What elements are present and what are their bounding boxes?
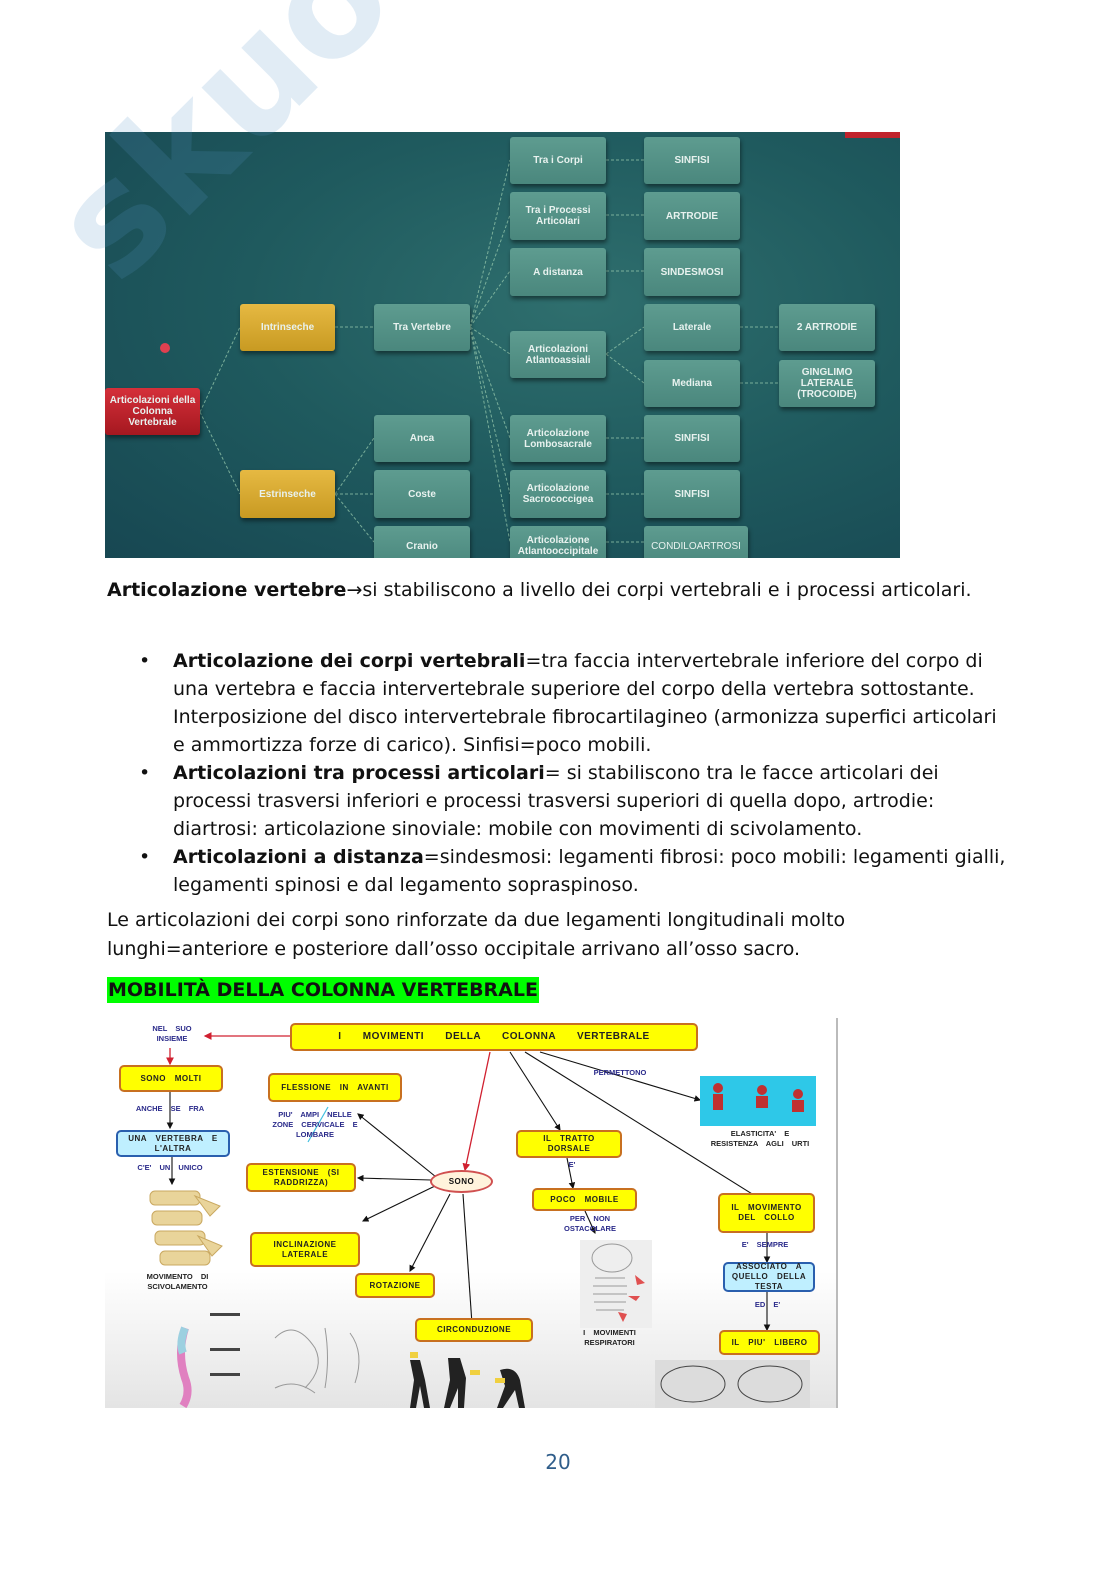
box-associato: ASSOCIATO A QUELLO DELLA TESTA [723, 1262, 815, 1292]
jumping-kids-illustration [700, 1076, 816, 1126]
node-intrinseche: Intrinseche [240, 304, 335, 351]
pointer-dot [160, 343, 170, 353]
red-corner-bar [845, 132, 900, 138]
node-col4: SINFISI [644, 470, 740, 518]
oval-sono: SONO [430, 1170, 493, 1193]
diagram-connectors [160, 132, 900, 543]
intro-paragraph: Articolazione vertebre→si stabiliscono a… [107, 576, 1007, 605]
skull-illustrations [655, 1360, 810, 1408]
box-poco-mobile: POCO MOBILE [532, 1188, 637, 1211]
node-col4: SINFISI [644, 415, 740, 462]
node-col3: Articolazioni Atlantoassiali [510, 331, 606, 378]
label-e-sempre: E' SEMPRE [741, 1240, 789, 1249]
bullet-list: Articolazione dei corpi vertebrali=tra f… [107, 647, 1007, 899]
label-movimento-scivolamento: MOVIMENTO DI SCIVOLAMENTO [146, 1272, 209, 1291]
section-heading: MOBILITÀ DELLA COLONNA VERTEBRALE [107, 977, 539, 1003]
box-rotazione: ROTAZIONE [355, 1273, 435, 1298]
label-ce-un-unico: C'E' UN UNICO [137, 1163, 203, 1172]
bullet-text: = si stabiliscono tra le facce articolar… [173, 762, 939, 840]
box-il-piu-libero: IL PIU' LIBERO [719, 1330, 820, 1355]
box-movimento-collo: IL MOVIMENTO DEL COLLO [718, 1193, 815, 1233]
box-tratto-dorsale: IL TRATTO DORSALE [516, 1130, 622, 1158]
mobility-concept-map-image: I MOVIMENTI DELLA COLONNA VERTEBRALE NEL… [105, 1018, 838, 1408]
node-col5: GINGLIMO LATERALE (TROCOIDE) [779, 360, 875, 407]
node-coste: Coste [374, 470, 470, 518]
label-per-non-ostacolare: PER NON OSTACOLARE [564, 1214, 616, 1233]
spine-posture-illustrations [177, 1313, 360, 1408]
ribcage-illustration [580, 1240, 652, 1328]
node-col4: SINDESMOSI [644, 248, 740, 296]
label-ed-e: ED E' [754, 1300, 781, 1309]
box-estensione: ESTENSIONE (SI RADDRIZZA) [246, 1163, 356, 1192]
bullet-bold: Articolazione dei corpi vertebrali [173, 650, 526, 672]
label-movimenti-respiratori: I MOVIMENTI RESPIRATORI [583, 1328, 636, 1347]
root-node: Articolazioni della Colonna Vertebrale [105, 388, 200, 435]
node-col3: Articolazione Atlantooccipitale [510, 526, 606, 558]
node-cranio: Cranio [374, 526, 470, 558]
label-elasticita: ELASTICITA' E RESISTENZA AGLI URTI [710, 1129, 810, 1148]
list-item: Articolazioni tra processi articolari= s… [107, 759, 1007, 843]
node-col4: Laterale [644, 304, 740, 351]
ligament-paragraph: Le articolazioni dei corpi sono rinforza… [107, 909, 846, 960]
box-flessione: FLESSIONE IN AVANTI [268, 1073, 402, 1102]
node-estrinseche: Estrinseche [240, 470, 335, 518]
node-col3: Tra i Processi Articolari [510, 192, 606, 240]
node-tra-vertebre: Tra Vertebre [374, 304, 470, 351]
node-col3: Tra i Corpi [510, 137, 606, 184]
label-nel-suo-insieme: NEL SUO INSIEME [152, 1024, 192, 1043]
box-circonduzione: CIRCONDUZIONE [415, 1318, 533, 1342]
list-item: Articolazioni a distanza=sindesmosi: leg… [107, 843, 1007, 899]
arrow-icon: → [346, 579, 363, 601]
node-col4: CONDILOARTROSI [644, 526, 748, 558]
node-col4: Mediana [644, 360, 740, 407]
bullet-text: =sindesmosi: legamenti fibrosi: poco mob… [173, 846, 1006, 896]
bullet-bold: Articolazioni tra processi articolari [173, 762, 545, 784]
articolazioni-diagram-image: Articolazioni della Colonna Vertebrale I… [105, 132, 900, 558]
bullet-text: =tra faccia intervertebrale inferiore de… [173, 650, 997, 756]
intro-text: si stabiliscono a livello dei corpi vert… [362, 579, 972, 601]
node-anca: Anca [374, 415, 470, 462]
node-col3: Articolazione Lombosacrale [510, 415, 606, 462]
box-una-vertebra: UNA VERTEBRA E L'ALTRA [116, 1130, 230, 1157]
node-col5: 2 ARTRODIE [779, 304, 875, 351]
node-col3: A distanza [510, 248, 606, 296]
box-inclinazione: INCLINAZIONE LATERALE [250, 1232, 360, 1267]
node-col4: SINFISI [644, 137, 740, 184]
label-piu-ampi: PIU' AMPI NELLE ZONE CERVICALE E LOMBARE [272, 1110, 358, 1139]
label-anche-se-fra: ANCHE SE FRA [135, 1104, 205, 1113]
node-col3: Articolazione Sacrococcigea [510, 470, 606, 518]
node-col4: ARTRODIE [644, 192, 740, 240]
bullet-bold: Articolazioni a distanza [173, 846, 424, 868]
box-sono-molti: SONO MOLTI [119, 1065, 223, 1092]
title-box: I MOVIMENTI DELLA COLONNA VERTEBRALE [290, 1023, 698, 1051]
vertebrae-illustration [149, 1190, 223, 1266]
intro-bold: Articolazione vertebre [107, 579, 347, 601]
label-e: E' [568, 1160, 576, 1169]
concept-map-arrows [166, 1032, 771, 1332]
silhouette-exercise-figures [410, 1352, 525, 1408]
label-permettono: PERMETTONO [593, 1068, 647, 1077]
page-number: 20 [545, 1450, 571, 1474]
list-item: Articolazione dei corpi vertebrali=tra f… [107, 647, 1007, 759]
